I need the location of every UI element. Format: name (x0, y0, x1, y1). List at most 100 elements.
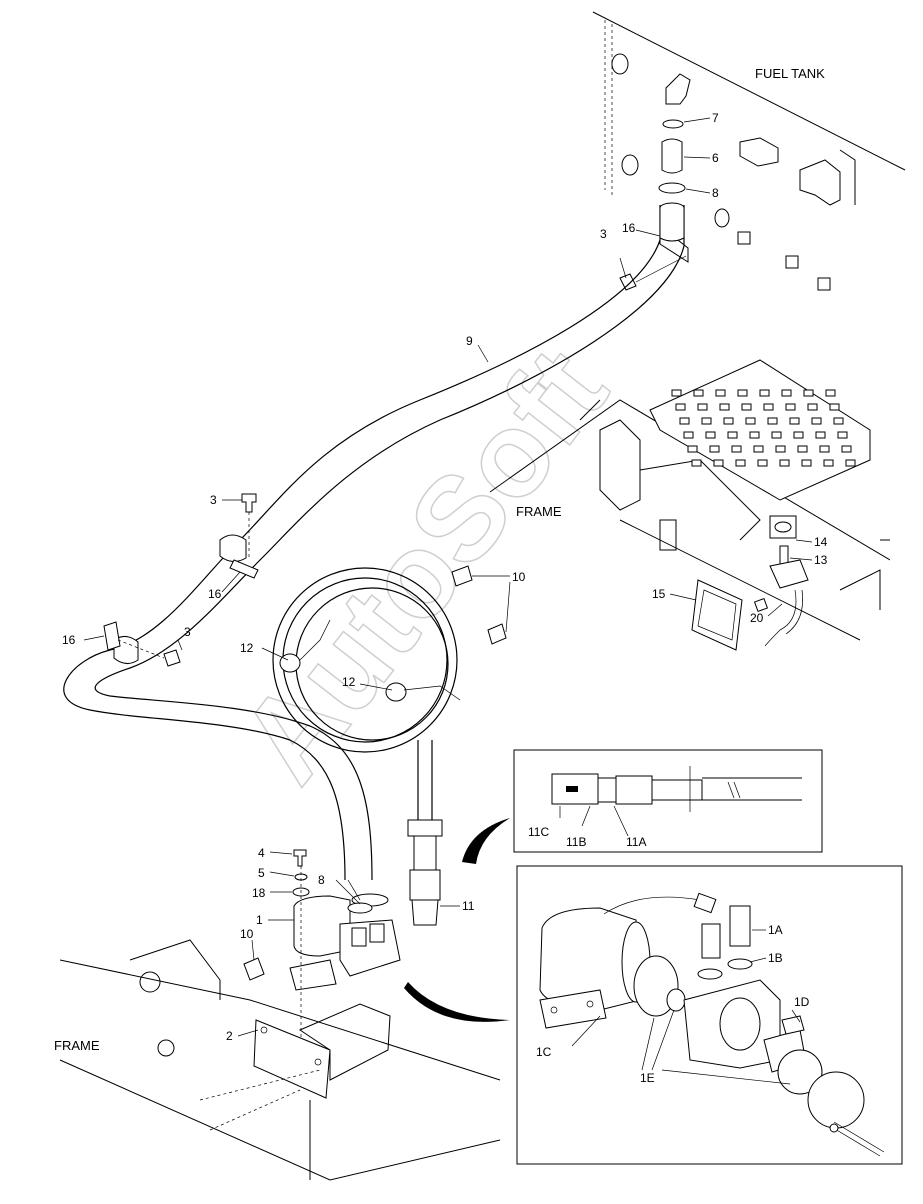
clamp-8-top (658, 182, 686, 194)
callout-2: 2 (226, 1029, 233, 1043)
detail-inset-pump (516, 865, 903, 1165)
fuel-pump-assembly (289, 893, 401, 991)
grid-hole (763, 403, 774, 411)
callout-10-top: 10 (512, 570, 526, 584)
grid-hole (709, 445, 720, 453)
grid-hole (701, 417, 712, 425)
callout-12-b: 12 (342, 675, 356, 689)
callout-1c: 1C (536, 1045, 552, 1059)
callout-11c: 11C (528, 825, 549, 839)
callout-6: 6 (712, 151, 719, 165)
grid-hole (687, 445, 698, 453)
grid-hole (789, 417, 800, 425)
grid-hole (775, 445, 786, 453)
hose-9 (63, 202, 685, 881)
clip-16-left (103, 621, 121, 651)
grid-hole (683, 431, 694, 439)
detail-inset-hose-end (513, 749, 823, 853)
callout-20: 20 (750, 611, 764, 625)
watermark: AutoSoft (214, 324, 633, 807)
fuel-tank (592, 11, 906, 291)
grid-hole (811, 417, 822, 425)
grid-hole (693, 389, 704, 397)
clip-12-b (385, 682, 407, 702)
watermark-text: AutoSoft (215, 324, 632, 806)
callout-13: 13 (814, 553, 828, 567)
callout-5: 5 (258, 866, 265, 880)
elbow-fitting (658, 73, 691, 194)
grid-hole (705, 431, 716, 439)
frame-upper (489, 399, 891, 641)
grid-hole (741, 403, 752, 411)
frame-lower (59, 939, 501, 1181)
grid-hole (779, 459, 790, 467)
pointer-arc-upper (462, 818, 510, 864)
callout-15: 15 (652, 587, 666, 601)
grid-hole (825, 389, 836, 397)
callout-1e: 1E (640, 1071, 655, 1085)
callout-1a: 1A (768, 923, 783, 937)
callout-16-left: 16 (62, 633, 76, 647)
bolt-washer-stack (292, 849, 310, 1040)
grid-hole (713, 459, 724, 467)
grid-hole (845, 459, 856, 467)
callout-9: 9 (466, 334, 473, 348)
grid-hole (785, 403, 796, 411)
grid-hole (753, 445, 764, 453)
grid-hole (679, 417, 690, 425)
grid-hole (719, 403, 730, 411)
fuel-pump-switch (753, 515, 809, 647)
grid-hole (771, 431, 782, 439)
fuel-tank-label: FUEL TANK (755, 66, 825, 81)
grid-hole (723, 417, 734, 425)
grid-hole (833, 417, 844, 425)
grid-hole (781, 389, 792, 397)
grid-hole (829, 403, 840, 411)
callout-3-top: 3 (600, 227, 607, 241)
grid-hole (793, 431, 804, 439)
grid-hole (735, 459, 746, 467)
frame-lower-label: FRAME (54, 1038, 100, 1053)
grid-hole (697, 403, 708, 411)
adapter-6 (661, 138, 683, 174)
callout-11a: 11A (626, 835, 646, 849)
clip-16-mid (229, 559, 259, 579)
grid-hole (671, 389, 682, 397)
bracket-2 (253, 1003, 391, 1099)
grid-hole (727, 431, 738, 439)
grid-hole (819, 445, 830, 453)
callout-7: 7 (712, 111, 719, 125)
callout-16-top: 16 (622, 221, 636, 235)
callout-11: 11 (462, 899, 475, 913)
callout-4: 4 (258, 846, 265, 860)
callout-18: 18 (252, 886, 266, 900)
grid-hole (691, 459, 702, 467)
toggle-13 (779, 545, 789, 565)
grid-hole (715, 389, 726, 397)
callout-1b: 1B (768, 951, 783, 965)
nut-14 (774, 521, 792, 533)
grid-hole (767, 417, 778, 425)
callout-8-bot: 8 (318, 873, 325, 887)
o-ring-7 (662, 119, 684, 129)
grid-hole (815, 431, 826, 439)
callout-3-mid: 3 (184, 625, 191, 639)
bolts-10-upper (451, 565, 507, 645)
grid-hole (749, 431, 760, 439)
grid-hole (759, 389, 770, 397)
clip-12-a (279, 653, 301, 673)
callout-10-bot: 10 (240, 927, 254, 941)
grid-hole (797, 445, 808, 453)
step-grid (649, 359, 871, 501)
grid-hole (675, 403, 686, 411)
grid-hole (803, 389, 814, 397)
frame-upper-label: FRAME (516, 504, 562, 519)
bolt-3-left (241, 493, 257, 513)
callout-1: 1 (256, 913, 263, 927)
bolt-10-lower (243, 957, 265, 981)
grid-hole (757, 459, 768, 467)
callout-16-mid: 16 (208, 587, 222, 601)
bolt-3-mid (163, 649, 181, 667)
grid-hole (745, 417, 756, 425)
